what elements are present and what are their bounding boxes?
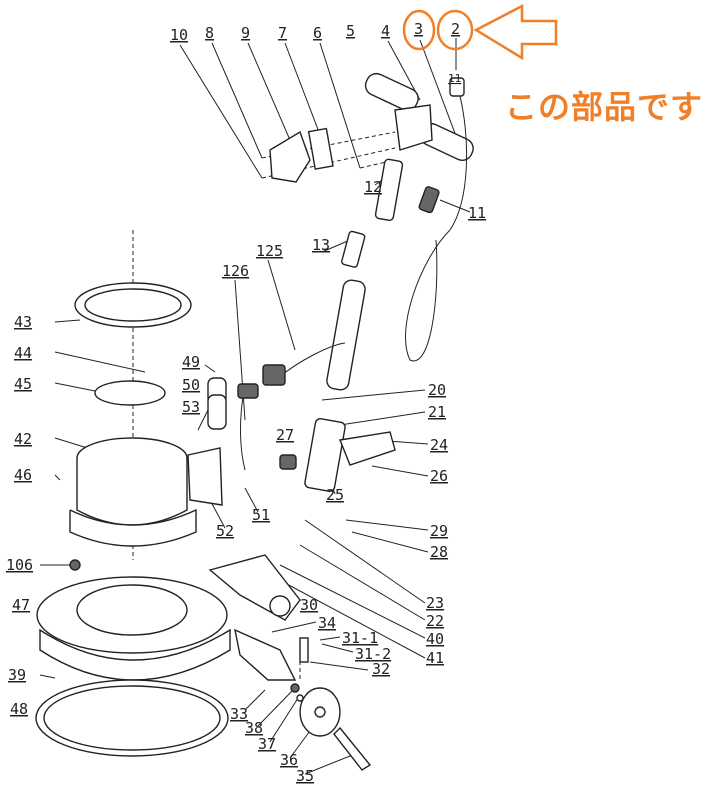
label-part-53: 53 [182, 398, 200, 416]
label-part-2: 2 [451, 20, 460, 38]
handle-assembly [237, 72, 474, 471]
highlight-circle-part-2 [436, 9, 474, 51]
label-part-24: 24 [430, 436, 448, 454]
label-part-28: 28 [430, 543, 448, 561]
label-part-25: 25 [326, 486, 344, 504]
part-labels: 10 8 9 7 6 5 4 3 2 11 12 11 13 125 126 4… [6, 20, 486, 785]
label-part-21: 21 [428, 403, 446, 421]
label-part-34: 34 [318, 614, 336, 632]
label-part-52: 52 [216, 522, 234, 540]
label-part-48: 48 [10, 700, 28, 718]
label-part-31-2: 31-2 [355, 645, 391, 663]
label-part-42: 42 [14, 430, 32, 448]
label-part-11: 11 [468, 204, 486, 222]
label-part-32: 32 [372, 660, 390, 678]
label-part-6: 6 [313, 24, 322, 42]
highlight-markers [402, 3, 558, 61]
label-part-7: 7 [278, 24, 287, 42]
label-part-38: 38 [245, 719, 263, 737]
label-part-41: 41 [426, 649, 444, 667]
callout-text: この部品です [505, 88, 704, 126]
label-part-22: 22 [426, 612, 444, 630]
label-part-51: 51 [252, 506, 270, 524]
label-part-125: 125 [256, 242, 283, 260]
label-part-9: 9 [241, 24, 250, 42]
label-part-10: 10 [170, 26, 188, 44]
label-part-106: 106 [6, 556, 33, 574]
label-part-27: 27 [276, 426, 294, 444]
label-part-50: 50 [182, 376, 200, 394]
label-part-43: 43 [14, 313, 32, 331]
highlight-circle-part-3 [402, 9, 436, 51]
pedal-and-wheel [208, 418, 396, 771]
label-part-13: 13 [312, 236, 330, 254]
label-part-35: 35 [296, 767, 314, 785]
arrow-left-icon [473, 3, 558, 61]
label-part-126: 126 [222, 262, 249, 280]
label-part-4: 4 [381, 22, 390, 40]
label-part-47: 47 [12, 596, 30, 614]
label-part-30: 30 [300, 596, 318, 614]
label-part-20: 20 [428, 381, 446, 399]
motor-and-base [35, 282, 231, 757]
label-part-49: 49 [182, 353, 200, 371]
label-part-39: 39 [8, 666, 26, 684]
label-part-31-1: 31-1 [342, 629, 378, 647]
label-part-5: 5 [346, 22, 355, 40]
label-part-46: 46 [14, 466, 32, 484]
label-part-36: 36 [280, 751, 298, 769]
label-part-12: 12 [364, 178, 382, 196]
label-part-11-plug: 11 [448, 72, 461, 85]
label-part-3: 3 [414, 20, 423, 38]
label-part-44: 44 [14, 344, 32, 362]
label-part-29: 29 [430, 522, 448, 540]
label-part-26: 26 [430, 467, 448, 485]
label-part-40: 40 [426, 630, 444, 648]
label-part-45: 45 [14, 375, 32, 393]
label-part-23: 23 [426, 594, 444, 612]
label-part-33: 33 [230, 705, 248, 723]
label-part-8: 8 [205, 24, 214, 42]
label-part-37: 37 [258, 735, 276, 753]
